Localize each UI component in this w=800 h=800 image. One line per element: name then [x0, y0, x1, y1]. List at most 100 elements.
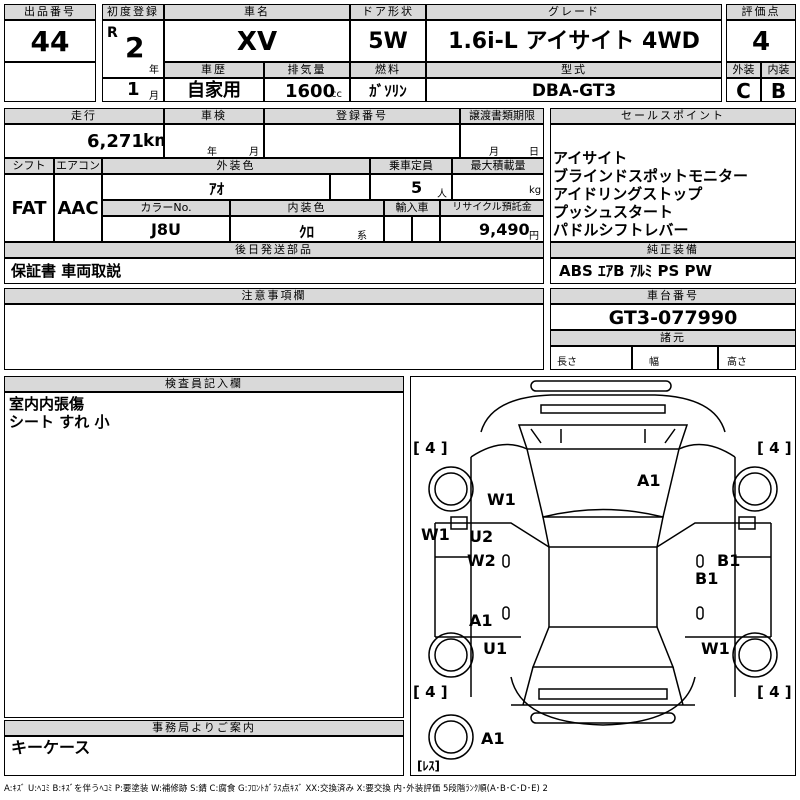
- capacity: 5: [411, 178, 423, 197]
- capacity-unit: 人: [437, 189, 447, 200]
- transfer-deadline-label: 譲渡書類期限: [460, 108, 544, 124]
- specs-label: 諸元: [550, 330, 796, 346]
- year-unit: 年: [149, 65, 159, 76]
- first-registration-label: 初度登録: [102, 4, 164, 20]
- lot-number: 44: [4, 20, 96, 62]
- model-label: 型式: [426, 62, 722, 78]
- tire-rear-right-depth: [ 4 ]: [757, 683, 792, 701]
- interior-color-unit: 系: [357, 231, 367, 242]
- factory-equipment-cell: ABS ｴｱB ｱﾙﾐ PS PW: [550, 258, 796, 284]
- first-registration-month-cell: 1 月: [102, 78, 164, 102]
- import-cell-b: [412, 216, 440, 242]
- damage-mark: U2: [469, 527, 494, 546]
- later-parts-cell: 保証書 車両取説: [4, 258, 544, 284]
- damage-mark: B1: [695, 569, 719, 588]
- color-number-label: カラーNo.: [102, 200, 230, 216]
- notes-label: 注意事項欄: [4, 288, 544, 304]
- damage-diagram: [ 4 ] [ 4 ] [ 4 ] [ 4 ] [ﾚｽ] A1 W1 W1 U2…: [410, 376, 796, 776]
- damage-mark: A1: [481, 729, 505, 748]
- registration-number-cell: [264, 124, 460, 158]
- exterior-color-cell: ｱｵ: [102, 174, 330, 200]
- fuel-label: 燃料: [350, 62, 426, 78]
- color-number: J8U: [102, 216, 230, 242]
- mileage: 6,271: [87, 131, 144, 152]
- spare-tire-label: [ﾚｽ]: [417, 759, 440, 773]
- recycle-fee-cell: 9,490 円: [440, 216, 544, 242]
- exterior-color-extra-cell: [330, 174, 370, 200]
- import-cell-a: [384, 216, 412, 242]
- damage-mark: B1: [717, 551, 741, 570]
- inspection-month-unit: 月: [249, 147, 259, 158]
- model-code: DBA-GT3: [426, 78, 722, 102]
- transfer-deadline-cell: 月 日: [460, 124, 544, 158]
- sales-point-item: アイサイト: [553, 149, 628, 167]
- length-label: 長さ: [557, 357, 577, 368]
- displacement-unit: cc: [331, 89, 342, 100]
- damage-mark: W2: [467, 551, 496, 570]
- door-type: 5W: [350, 20, 426, 62]
- length-cell: 長さ: [550, 346, 632, 370]
- sales-point-item: アイドリングストップ: [553, 185, 703, 203]
- height-cell: 高さ: [718, 346, 796, 370]
- history-label: 車歴: [164, 62, 264, 78]
- history: 自家用: [164, 78, 264, 102]
- interior-label: 内装: [761, 62, 796, 78]
- capacity-label: 乗車定員: [370, 158, 452, 174]
- registration-year: 2: [125, 31, 145, 64]
- sales-point-item: ブラインドスポットモニター: [553, 167, 749, 185]
- grade-label: グレード: [426, 4, 722, 20]
- damage-mark: W1: [421, 525, 450, 544]
- factory-equipment: ABS ｴｱB ｱﾙﾐ PS PW: [559, 262, 713, 280]
- sales-points-list: アイサイト ブラインドスポットモニター アイドリングストップ プッシュスタート …: [550, 124, 796, 242]
- displacement: 1600: [285, 81, 336, 102]
- inspector-note-line: 室内内張傷: [9, 395, 85, 413]
- chassis-number-label: 車台番号: [550, 288, 796, 304]
- later-parts-label: 後日発送部品: [4, 242, 544, 258]
- damage-mark: W1: [487, 490, 516, 509]
- interior-grade: B: [761, 78, 796, 103]
- payload-unit: kg: [529, 185, 542, 196]
- damage-mark: W1: [701, 639, 730, 658]
- door-type-label: ドア形状: [350, 4, 426, 20]
- factory-equipment-label: 純正装備: [550, 242, 796, 258]
- era-label: R: [107, 25, 118, 41]
- office-notice-area: キーケース: [4, 736, 404, 776]
- mileage-cell: 6,271 km: [4, 124, 172, 158]
- inspection-year-unit: 年: [207, 147, 217, 158]
- first-registration-year-cell: R 2 年: [102, 20, 164, 78]
- displacement-cell: 1600 cc: [264, 78, 350, 102]
- score-label: 評価点: [726, 4, 796, 20]
- notes-area: [4, 304, 544, 370]
- exterior-color: ｱｵ: [209, 180, 225, 198]
- month-unit: 月: [149, 91, 159, 102]
- inspection-label: 車検: [164, 108, 264, 124]
- payload-cell: kg: [452, 174, 544, 200]
- fuel: ｶﾞｿﾘﾝ: [350, 78, 426, 102]
- width-cell: 幅: [632, 346, 718, 370]
- interior-color-label: 内装色: [230, 200, 384, 216]
- chassis-number: GT3-077990: [550, 304, 796, 330]
- tire-rear-left-depth: [ 4 ]: [413, 683, 448, 701]
- import-label: 輸入車: [384, 200, 440, 216]
- office-notice-label: 事務局よりご案内: [4, 720, 404, 736]
- sales-points-label: セールスポイント: [550, 108, 796, 124]
- damage-mark: A1: [637, 471, 661, 490]
- tire-front-left-depth: [ 4 ]: [413, 439, 448, 457]
- inspector-note-line: シート すれ 小: [9, 413, 110, 431]
- sales-point-item: パドルシフトレバー: [553, 221, 689, 239]
- transfer-day-unit: 日: [529, 147, 539, 158]
- office-notice: キーケース: [11, 738, 91, 757]
- damage-mark: A1: [469, 611, 493, 630]
- height-label: 高さ: [727, 357, 747, 368]
- recycle-fee: 9,490: [479, 220, 530, 239]
- damage-mark: U1: [483, 639, 508, 658]
- lot-blank-cell: [4, 62, 96, 102]
- shift: FAT: [4, 174, 54, 242]
- inspection-cell: 年 月: [164, 124, 264, 158]
- lot-number-label: 出品番号: [4, 4, 96, 20]
- inspector-notes-area: 室内内張傷 シート すれ 小: [4, 392, 404, 718]
- interior-color: ｸﾛ: [299, 223, 315, 241]
- car-name-label: 車名: [164, 4, 350, 20]
- aircon: AAC: [54, 174, 102, 242]
- exterior-grade: C: [726, 78, 761, 103]
